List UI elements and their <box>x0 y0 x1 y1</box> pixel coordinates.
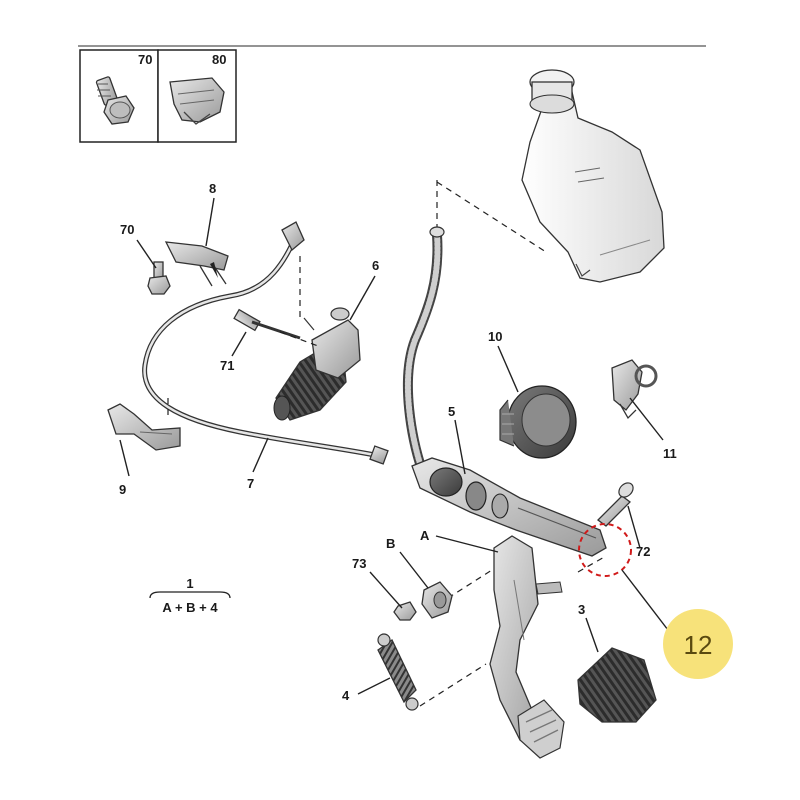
bushing-b <box>421 581 453 619</box>
formula-brace <box>149 591 231 599</box>
callout-3: 3 <box>578 602 585 617</box>
pedal-pad <box>577 647 657 723</box>
callout-72: 72 <box>636 544 650 559</box>
clutch-pedal <box>447 535 607 759</box>
supply-hose <box>402 226 445 475</box>
inset-label-80: 80 <box>212 52 226 67</box>
badge-label: 12 <box>684 630 713 660</box>
callout-b: B <box>386 536 395 551</box>
inset-box-70: 70 <box>79 49 159 143</box>
callout-5: 5 <box>448 404 455 419</box>
master-cylinder <box>411 457 607 557</box>
bolt-71 <box>233 308 319 347</box>
callout-a: A <box>420 528 430 543</box>
sensor-11 <box>611 359 658 420</box>
inset-label-70: 70 <box>138 52 152 67</box>
leader-lines <box>119 197 664 695</box>
callout-70: 70 <box>120 222 134 237</box>
nut-73 <box>393 601 417 621</box>
hydraulic-pipe <box>142 221 389 465</box>
bracket-9 <box>107 403 181 451</box>
reservoir-dash-leader <box>436 180 547 253</box>
formula-number: 1 <box>186 576 193 591</box>
leader-12 <box>621 569 669 631</box>
callout-8: 8 <box>209 181 216 196</box>
kit-formula: 1 A + B + 4 <box>149 576 231 615</box>
release-bearing <box>499 385 577 459</box>
assist-spring <box>377 633 487 711</box>
slave-cylinder <box>273 307 361 421</box>
badge-circle <box>663 609 733 679</box>
inset-box-80: 80 <box>157 49 237 143</box>
bolt-icon <box>95 76 135 125</box>
clip-icon <box>169 77 225 125</box>
callout-11: 11 <box>663 446 677 461</box>
bracket-8 <box>164 241 229 287</box>
callout-7: 7 <box>247 476 254 491</box>
callout-9: 9 <box>119 482 126 497</box>
highlight-ring <box>578 523 632 577</box>
bolt-70 <box>147 261 171 295</box>
callout-73: 73 <box>352 556 366 571</box>
callout-71: 71 <box>220 358 234 373</box>
highlight-badge-12: 12 <box>663 609 733 679</box>
callout-10: 10 <box>488 329 502 344</box>
fluid-reservoir <box>521 69 665 283</box>
formula-expression: A + B + 4 <box>162 600 218 615</box>
callout-4: 4 <box>342 688 350 703</box>
pin-72 <box>597 482 634 527</box>
callout-6: 6 <box>372 258 379 273</box>
